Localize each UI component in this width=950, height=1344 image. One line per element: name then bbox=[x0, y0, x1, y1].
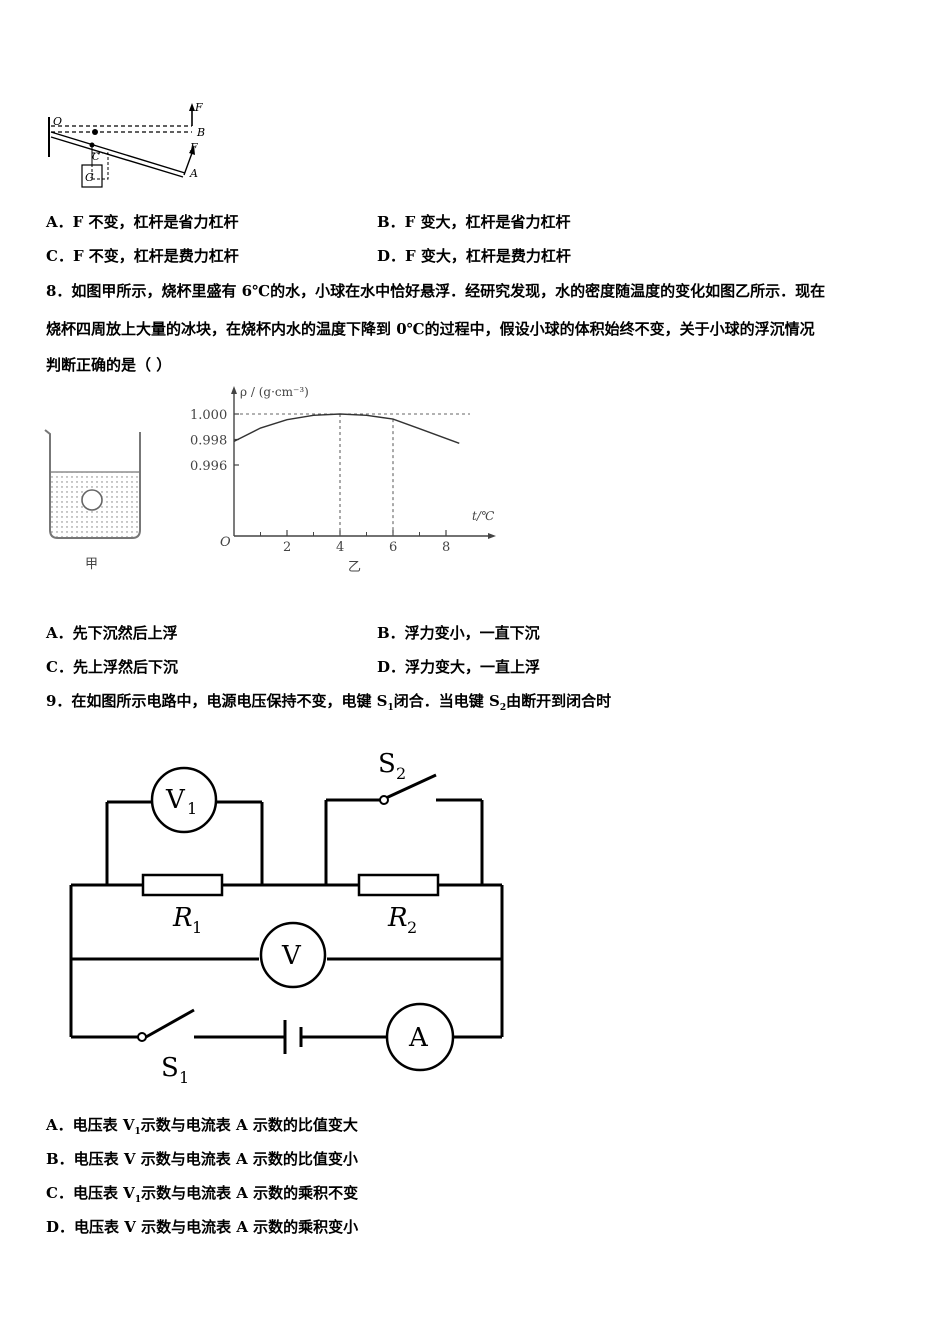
q9-stem-end: 由断开到闭合时 bbox=[506, 692, 612, 710]
v-letter: V bbox=[281, 941, 302, 971]
label-o: O bbox=[53, 115, 62, 128]
label-b: B bbox=[196, 126, 205, 139]
a-letter: A bbox=[408, 1023, 429, 1053]
q9-option-a-post: 示数与电流表 A 示数的比值变大 bbox=[140, 1116, 358, 1134]
ammeter-a bbox=[385, 1002, 455, 1072]
q9-option-c[interactable]: C．电压表 V1示数与电流表 A 示数的乘积不变 bbox=[46, 1182, 358, 1205]
q7-option-b[interactable]: B．F 变大，杠杆是省力杠杆 bbox=[377, 213, 571, 231]
q7-option-d[interactable]: D．F 变大，杠杆是费力杠杆 bbox=[377, 247, 571, 265]
q7-option-a[interactable]: A．F 不变，杠杆是省力杠杆 bbox=[46, 213, 239, 231]
r1-sub: 1 bbox=[192, 918, 202, 937]
x-tick-label: 8 bbox=[442, 540, 450, 555]
q9-stem-mid: 闭合．当电键 S bbox=[393, 692, 500, 710]
v1-sub: 1 bbox=[187, 799, 197, 818]
density-chart: ρ / (g·cm⁻³) t/℃ O 2 4 6 8 1.000 0.998 0.996 乙 bbox=[190, 385, 496, 575]
label-g: G bbox=[85, 171, 94, 184]
y-label: ρ / (g·cm⁻³) bbox=[240, 385, 309, 399]
s2-sub: 2 bbox=[396, 764, 406, 783]
ball bbox=[81, 489, 103, 511]
q8-option-a[interactable]: A．先下沉然后上浮 bbox=[46, 624, 178, 642]
circuit-diagram: V 1 S 2 R 1 R 2 V A S 1 bbox=[69, 749, 504, 1087]
q9-option-a-sub: 1 bbox=[134, 1127, 141, 1137]
x-tick-label: 2 bbox=[283, 540, 291, 555]
beaker-figure: 甲 bbox=[44, 429, 141, 572]
voltmeter-v bbox=[259, 921, 327, 989]
q9-option-c-post: 示数与电流表 A 示数的乘积不变 bbox=[141, 1184, 359, 1202]
q7-option-c[interactable]: C．F 不变，杠杆是费力杠杆 bbox=[46, 247, 239, 265]
q9-option-a-pre: A．电压表 V bbox=[46, 1116, 135, 1134]
x-label: t/℃ bbox=[472, 509, 495, 523]
r2-letter: R bbox=[387, 903, 408, 933]
resistor-r1 bbox=[141, 873, 224, 897]
label-f-bottom: F bbox=[189, 141, 198, 154]
s1-letter: S bbox=[161, 1053, 179, 1083]
s2-letter: S bbox=[378, 749, 396, 779]
density-curve bbox=[233, 413, 460, 444]
q9-stem-text: 9．在如图所示电路中，电源电压保持不变，电键 S bbox=[46, 692, 388, 710]
voltmeter-v1 bbox=[150, 766, 218, 834]
v1-letter: V bbox=[165, 785, 186, 815]
fig-yi-caption: 乙 bbox=[348, 560, 361, 575]
r1-letter: R bbox=[172, 903, 193, 933]
q9-option-a[interactable]: A．电压表 V1示数与电流表 A 示数的比值变大 bbox=[46, 1114, 358, 1137]
q8-stem-line2: 烧杯四周放上大量的冰块，在烧杯内水的温度下降到 0℃的过程中，假设小球的体积始终… bbox=[46, 320, 815, 338]
fig-jia-caption: 甲 bbox=[85, 557, 98, 572]
y-tick-label: 0.998 bbox=[190, 434, 227, 449]
q9-option-c-sub: 1 bbox=[134, 1195, 142, 1205]
y-tick-label: 0.996 bbox=[190, 459, 227, 474]
q8-stem-line3: 判断正确的是（ ） bbox=[46, 356, 172, 374]
origin-label: O bbox=[220, 535, 231, 550]
q8-option-c[interactable]: C．先上浮然后下沉 bbox=[46, 658, 178, 676]
q8-stem-line1: 8．如图甲所示，烧杯里盛有 6℃的水，小球在水中恰好悬浮．经研究发现，水的密度随… bbox=[46, 282, 826, 300]
resistor-r2 bbox=[357, 873, 440, 897]
x-tick-label: 4 bbox=[336, 540, 344, 555]
x-tick-label: 6 bbox=[389, 540, 397, 555]
label-f-top: F bbox=[194, 101, 203, 114]
q8-option-d[interactable]: D．浮力变大，一直上浮 bbox=[377, 658, 541, 676]
q8-option-b[interactable]: B．浮力变小，一直下沉 bbox=[377, 624, 540, 642]
r2-sub: 2 bbox=[407, 918, 417, 937]
q9-option-d[interactable]: D．电压表 V 示数与电流表 A 示数的乘积变小 bbox=[46, 1218, 359, 1236]
y-tick-label: 1.000 bbox=[190, 408, 227, 423]
label-c: C bbox=[92, 152, 100, 163]
s1-sub: 1 bbox=[179, 1068, 189, 1087]
q9-stem: 9．在如图所示电路中，电源电压保持不变，电键 S1闭合．当电键 S2由断开到闭合… bbox=[46, 690, 611, 713]
q9-option-b[interactable]: B．电压表 V 示数与电流表 A 示数的比值变小 bbox=[46, 1150, 358, 1168]
q9-stem-sub2: 2 bbox=[499, 703, 507, 713]
q9-option-c-pre: C．电压表 V bbox=[46, 1184, 135, 1202]
lever-figure: O B F F C A G bbox=[48, 101, 205, 188]
label-a: A bbox=[189, 167, 198, 180]
q9-stem-sub1: 1 bbox=[387, 703, 394, 713]
